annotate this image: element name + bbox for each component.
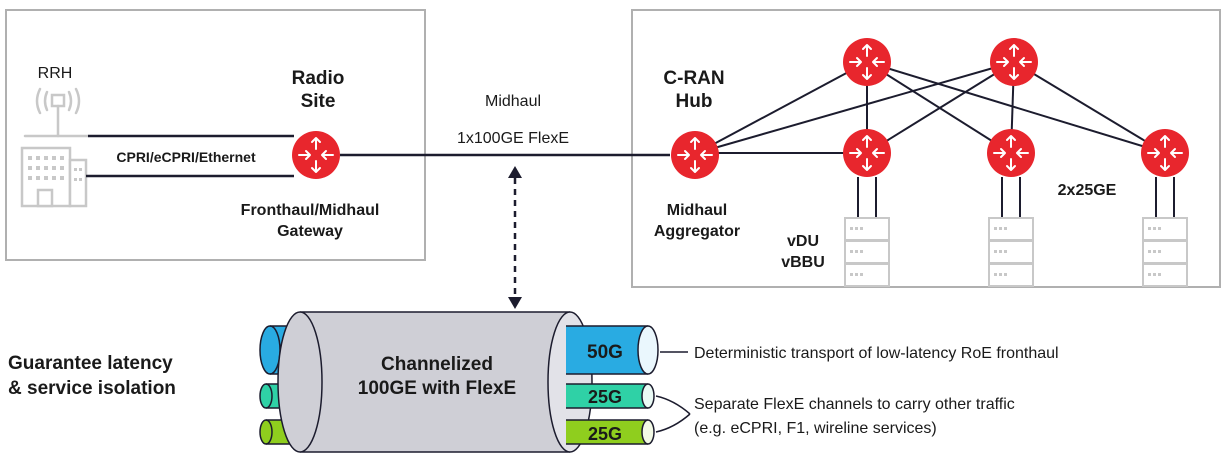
spine-router-icon bbox=[842, 37, 892, 87]
rrh-antenna-icon bbox=[23, 87, 90, 138]
building-icon bbox=[20, 146, 88, 208]
server-icon bbox=[988, 217, 1034, 287]
pipe-label: Channelized bbox=[381, 354, 493, 375]
leaf-router-icon bbox=[842, 128, 892, 178]
gateway-label: Gateway bbox=[277, 223, 343, 240]
cran-hub-title: C-RAN bbox=[663, 68, 724, 89]
cran-hub-title: Hub bbox=[676, 91, 713, 112]
vdu-label: vDU bbox=[787, 233, 819, 250]
server-link-label: 2x25GE bbox=[1058, 182, 1117, 199]
aggregator-router-icon bbox=[670, 130, 720, 180]
server-links bbox=[857, 177, 1175, 218]
vdu-label: vBBU bbox=[781, 254, 825, 271]
flexe-channel-ends bbox=[566, 325, 659, 445]
leaf-router-icon bbox=[1140, 128, 1190, 178]
isolation-label: Guarantee latency bbox=[8, 353, 173, 374]
midhaul-label: Midhaul bbox=[485, 93, 541, 110]
server-icon bbox=[844, 217, 890, 287]
midhaul-link-label: 1x100GE FlexE bbox=[457, 130, 569, 147]
channel-label-25g: 25G bbox=[588, 424, 622, 444]
server-icon bbox=[1142, 217, 1188, 287]
annotation-25g: Separate FlexE channels to carry other t… bbox=[694, 396, 1015, 413]
aggregator-label: Midhaul bbox=[667, 202, 727, 219]
channel-label-25g: 25G bbox=[588, 387, 622, 407]
rrh-label: RRH bbox=[38, 65, 73, 82]
radio-site-title: Site bbox=[301, 91, 336, 112]
annotation-brace bbox=[655, 395, 691, 433]
flexe-pipe bbox=[277, 311, 593, 453]
dotted-double-arrow bbox=[508, 166, 522, 309]
annotation-25g: (e.g. eCPRI, F1, wireline services) bbox=[694, 420, 937, 437]
gateway-label: Fronthaul/Midhaul bbox=[241, 202, 380, 219]
cran-mesh-links bbox=[696, 61, 1166, 154]
aggregator-label: Aggregator bbox=[654, 223, 740, 240]
pipe-label: 100GE with FlexE bbox=[358, 378, 516, 399]
leaf-router-icon bbox=[986, 128, 1036, 178]
isolation-label: & service isolation bbox=[8, 378, 176, 399]
annotation-50g: Deterministic transport of low-latency R… bbox=[694, 345, 1059, 362]
spine-router-icon bbox=[989, 37, 1039, 87]
radio-site-title: Radio bbox=[292, 68, 345, 89]
channel-label-50g: 50G bbox=[587, 342, 623, 363]
cran-hub-box bbox=[631, 9, 1221, 288]
fronthaul-link-label: CPRI/eCPRI/Ethernet bbox=[116, 149, 256, 165]
gateway-router-icon bbox=[291, 130, 341, 180]
